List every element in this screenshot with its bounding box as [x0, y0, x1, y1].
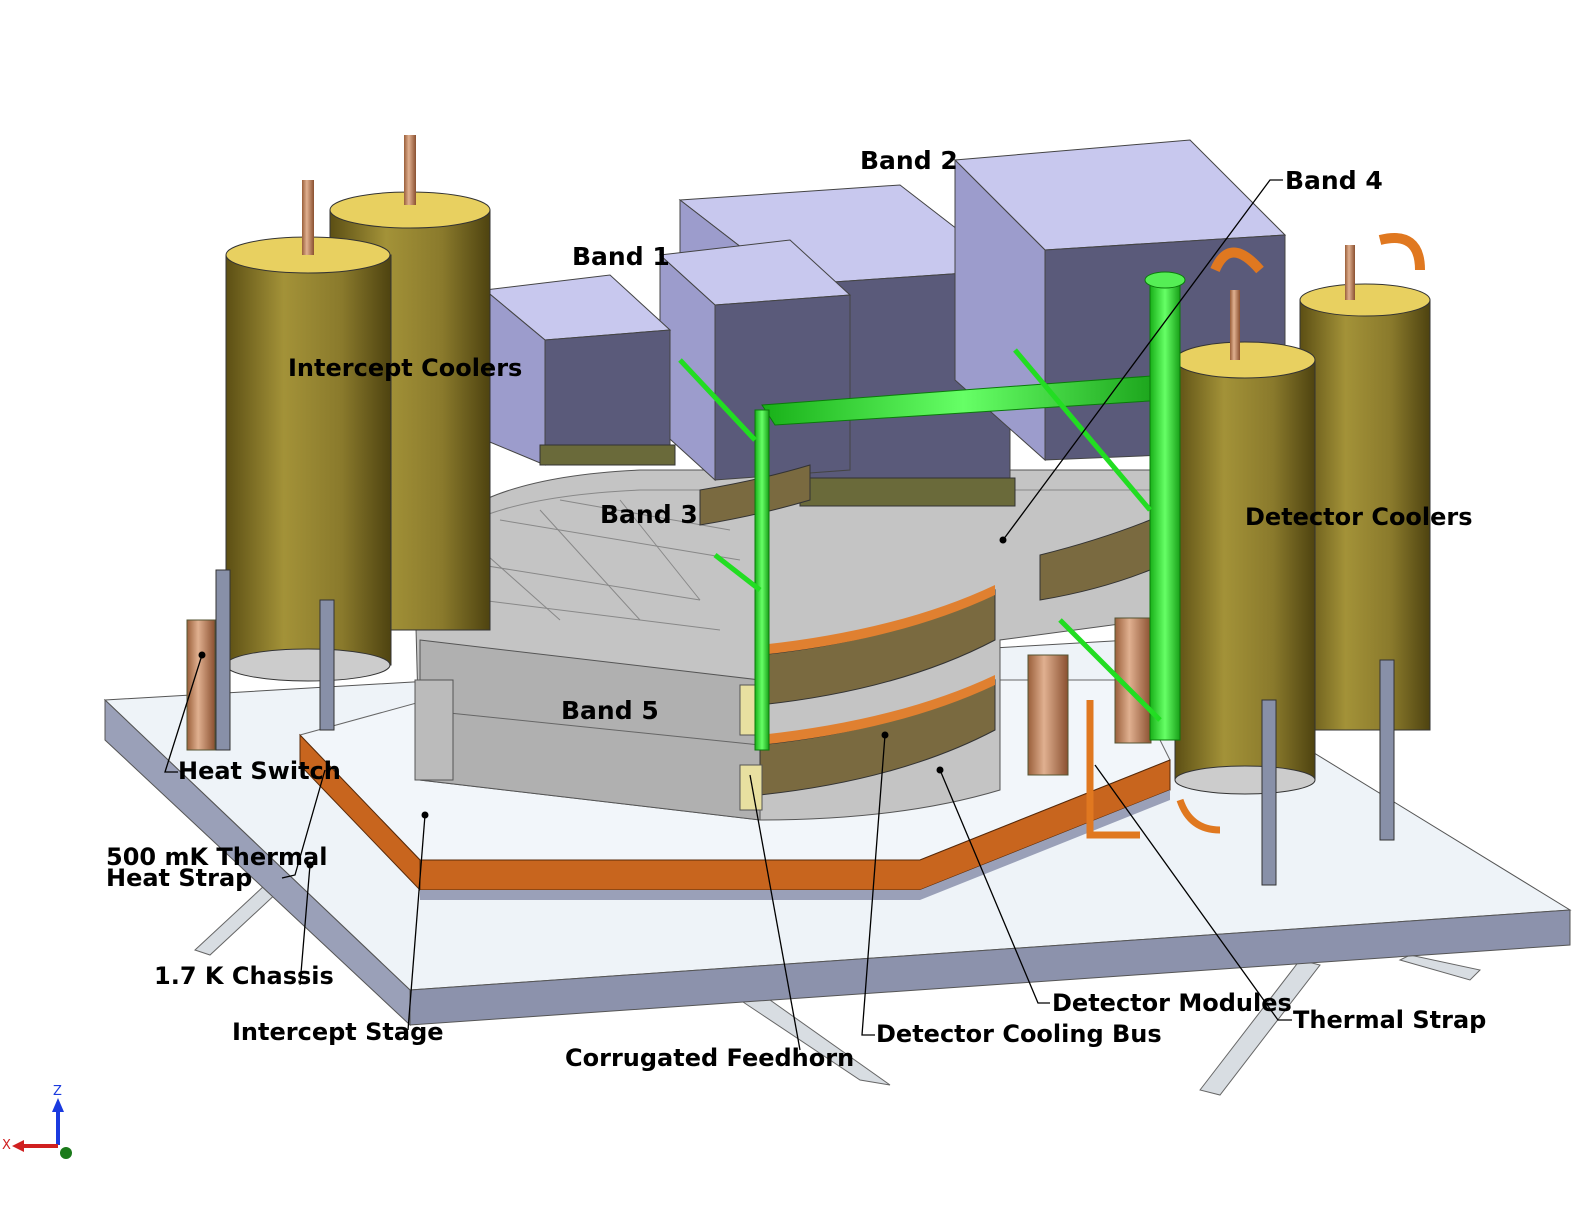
leader-dots: [198, 536, 1007, 869]
detector-cooling-bus: [678, 271, 1186, 751]
label-band-4: Band 4: [1285, 166, 1383, 195]
band-1-modules: [539, 444, 676, 466]
label-detector-coolers: Detector Coolers: [1245, 503, 1473, 531]
axis-triad: [12, 1098, 72, 1159]
heat-switches: [186, 617, 1152, 781]
band-1-box: [483, 239, 852, 482]
label-band-2: Band 2: [860, 146, 958, 175]
axis-x-label: X: [2, 1138, 11, 1153]
label-heat-switch: Heat Switch: [178, 757, 341, 785]
label-corrugated-feedhorn: Corrugated Feedhorn: [565, 1044, 855, 1072]
label-band-5: Band 5: [561, 696, 659, 725]
label-thermal-strap-500mk: 500 mK Thermal: [106, 843, 328, 871]
label-intercept-coolers: Intercept Coolers: [288, 354, 523, 382]
leader-lines: [164, 179, 1292, 1051]
label-band-1: Band 1: [572, 242, 670, 271]
label-detector-cooling-bus: Detector Cooling Bus: [876, 1020, 1162, 1048]
axis-z-label: Z: [53, 1084, 62, 1099]
label-detector-modules: Detector Modules: [1052, 989, 1292, 1017]
band-2-modules: [799, 477, 1016, 507]
label-chassis: 1.7 K Chassis: [154, 962, 334, 990]
label-band-3: Band 3: [600, 500, 698, 529]
label-heat-strap: Heat Strap: [106, 864, 253, 892]
detector-coolers: [1086, 233, 1431, 886]
label-intercept-stage: Intercept Stage: [232, 1018, 444, 1046]
intercept-coolers: [215, 135, 491, 751]
label-thermal-strap: Thermal Strap: [1293, 1006, 1487, 1034]
